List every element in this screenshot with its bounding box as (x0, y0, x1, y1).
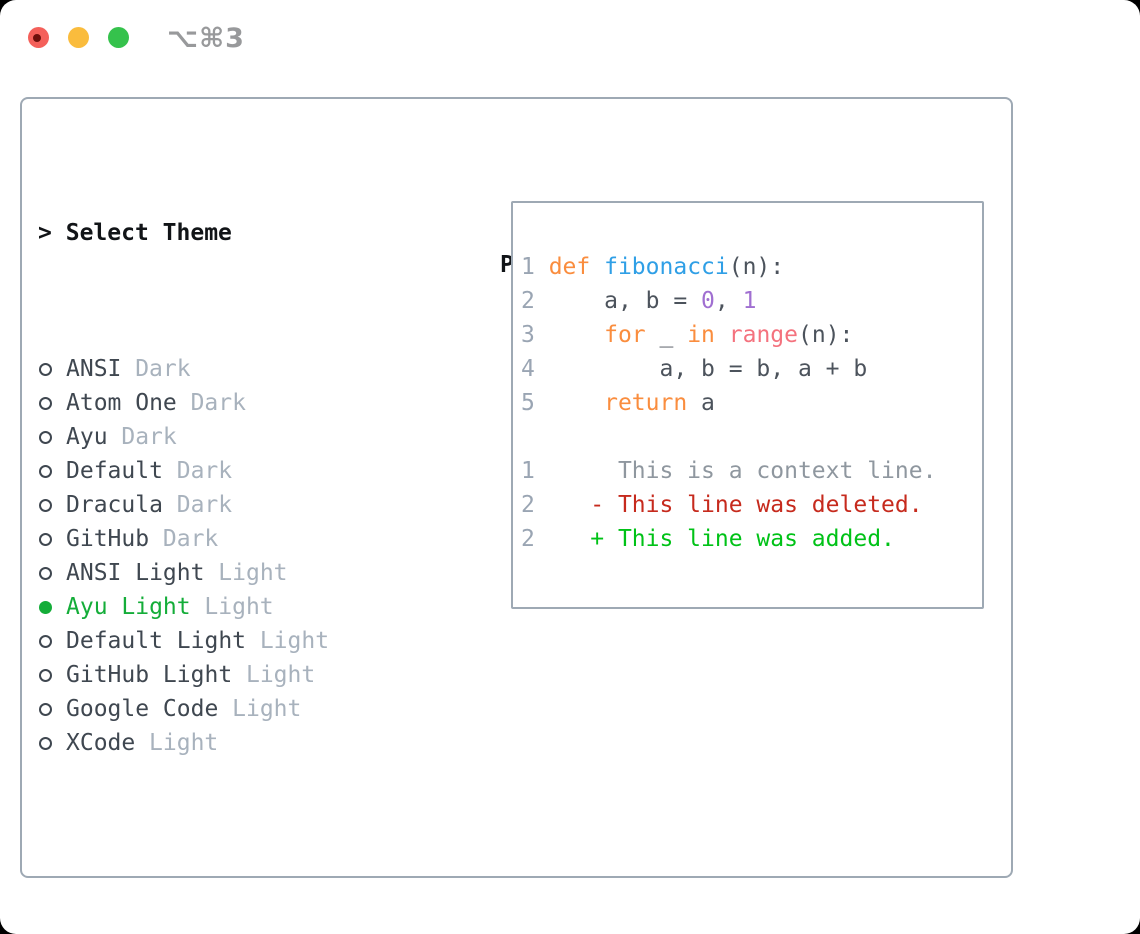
code-segment-add: + This line was added. (548, 526, 895, 552)
theme-option-ansi[interactable]: ANSI Dark (38, 352, 426, 386)
code-segment-code: a, b = (548, 288, 702, 314)
code-segment-code: (n): (798, 322, 854, 348)
theme-variant-tag: Dark (162, 526, 219, 552)
code-segment-ln: 1 (521, 458, 549, 484)
code-segment-code (715, 322, 729, 348)
code-segment-ln: 5 (521, 390, 549, 416)
theme-variant-tag: Light (232, 696, 302, 722)
theme-option-label: Dracula (66, 492, 163, 518)
theme-variant-tag: Light (218, 560, 288, 586)
theme-variant-tag: Light (204, 594, 274, 620)
code-segment-ln: 2 (521, 526, 549, 552)
radio-icon (39, 634, 52, 648)
preview-pane: 1 def fibonacci(n): 2 a, b = 0, 1 3 for … (511, 201, 984, 609)
radio-icon (39, 532, 52, 546)
code-segment-kw: return (604, 390, 688, 416)
theme-variant-tag: Dark (176, 458, 233, 484)
select-theme-header-label: Select Theme (65, 220, 232, 246)
theme-option-atom-one[interactable]: Atom One Dark (38, 386, 426, 420)
code-segment-kw: in (687, 322, 715, 348)
theme-variant-tag: Light (245, 662, 316, 688)
select-theme-header: > Select Theme (38, 216, 426, 250)
radio-selected-icon (39, 600, 52, 614)
theme-option-label: Default Light (66, 628, 247, 654)
code-segment-code: , (714, 288, 743, 314)
radio-icon (39, 430, 52, 444)
theme-option-label: ANSI Light (66, 560, 205, 586)
theme-option-ayu-light[interactable]: Ayu Light Light (38, 590, 426, 624)
theme-option-google-code[interactable]: Google Code Light (38, 692, 426, 726)
radio-icon (39, 464, 52, 478)
code-segment-rng: range (728, 322, 798, 348)
radio-icon (39, 498, 52, 512)
code-segment-fn: fibonacci (604, 254, 729, 280)
code-segment-code: a (687, 390, 715, 416)
theme-option-label: GitHub (66, 526, 150, 552)
code-segment-kw: def (548, 254, 591, 280)
code-segment-kw: for (604, 322, 646, 348)
theme-option-label: ANSI (66, 356, 122, 382)
code-segment-num: 1 (742, 288, 757, 314)
code-segment-ln: 3 (521, 322, 549, 348)
code-segment-code (549, 322, 604, 348)
code-segment-ln: 1 (521, 254, 549, 280)
theme-option-ayu[interactable]: Ayu Dark (38, 420, 426, 454)
code-segment-ctx: This is a context line. (548, 458, 937, 484)
focus-caret: > (38, 220, 52, 246)
theme-option-label: Atom One (66, 390, 177, 416)
code-segment-ln: 4 (521, 356, 549, 382)
theme-variant-tag: Dark (190, 390, 246, 416)
theme-option-github-light[interactable]: GitHub Light Light (38, 658, 426, 692)
theme-option-ansi-light[interactable]: ANSI Light Light (38, 556, 426, 590)
theme-option-label: GitHub Light (66, 662, 233, 688)
radio-icon (39, 396, 52, 410)
code-segment-code: (n): (728, 254, 785, 280)
theme-option-default-light[interactable]: Default Light Light (38, 624, 426, 658)
theme-option-label: XCode (66, 730, 136, 756)
theme-variant-tag: Light (259, 628, 330, 654)
code-segment-ln: 2 (521, 288, 549, 314)
theme-option-label: Ayu (66, 424, 108, 450)
theme-option-label: Default (66, 458, 163, 484)
theme-variant-tag: Dark (121, 424, 177, 450)
theme-option-label: Google Code (66, 696, 219, 722)
theme-option-label: Ayu Light (66, 594, 191, 620)
code-segment-ln: 2 (521, 492, 549, 518)
theme-option-default[interactable]: Default Dark (38, 454, 426, 488)
theme-variant-tag: Light (149, 730, 219, 756)
theme-option-xcode[interactable]: XCode Light (38, 726, 426, 760)
code-segment-code: _ (645, 322, 688, 348)
window-title: ⌥⌘3 (167, 23, 245, 54)
code-preview: 1 def fibonacci(n): 2 a, b = 0, 1 3 for … (513, 203, 982, 556)
code-segment-code: a, b = b, a + b (548, 356, 868, 382)
code-segment-del: - This line was deleted. (548, 492, 923, 518)
zoom-button[interactable] (108, 27, 129, 48)
theme-variant-tag: Dark (135, 356, 191, 382)
radio-icon (39, 702, 52, 716)
radio-icon (39, 668, 52, 682)
radio-icon (39, 362, 52, 376)
theme-variant-tag: Dark (176, 492, 233, 518)
code-segment-code (590, 254, 604, 280)
code-segment-code (549, 390, 604, 416)
close-button[interactable] (28, 27, 49, 48)
minimize-button[interactable] (68, 27, 89, 48)
theme-option-github[interactable]: GitHub Dark (38, 522, 426, 556)
radio-icon (39, 736, 52, 750)
code-segment-num: 0 (701, 288, 715, 314)
theme-option-dracula[interactable]: Dracula Dark (38, 488, 426, 522)
spacer (38, 862, 426, 896)
radio-icon (39, 566, 52, 580)
